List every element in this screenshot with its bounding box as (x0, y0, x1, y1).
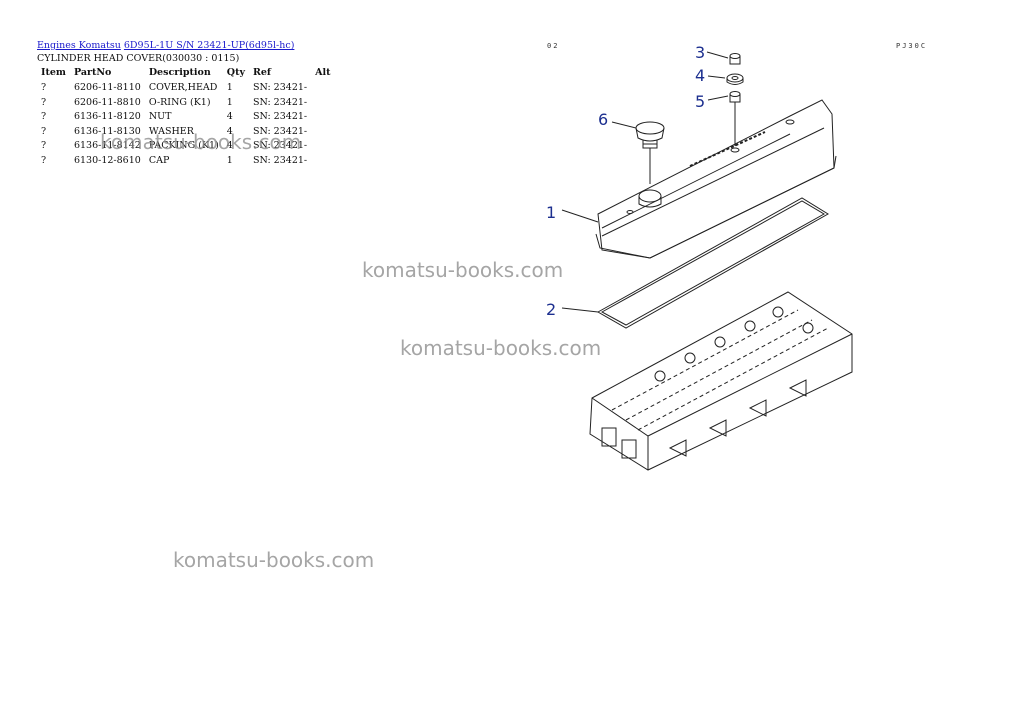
breadcrumb-link-engines[interactable]: Engines Komatsu (37, 40, 121, 51)
cell-alt (311, 81, 334, 96)
cell-item: ? (41, 96, 47, 108)
watermark: komatsu-books.com (362, 258, 564, 282)
header-qty: Qty (226, 67, 245, 78)
cell-qty: 1 (226, 82, 233, 93)
cell-alt (311, 154, 334, 169)
gasket-part (596, 197, 829, 329)
cell-item: ? (41, 140, 47, 151)
cell-description: PACKING (K1) (148, 140, 219, 151)
header-partno: PartNo (73, 67, 112, 78)
cell-ref: SN: 23421- (252, 111, 308, 122)
filler-cap-part (635, 121, 665, 184)
cell-qty: 4 (226, 140, 233, 151)
cell-ref: SN: 23421- (252, 82, 308, 93)
callout-3: 3 (695, 43, 705, 62)
table-row: ? 6136-11-8120 NUT 4 SN: 23421- (37, 110, 335, 125)
header-description: Description (148, 67, 211, 78)
cell-alt (311, 139, 334, 154)
cell-qty: 4 (226, 111, 233, 122)
cell-ref: SN: 23421- (252, 140, 308, 151)
cell-qty: 1 (226, 96, 233, 108)
table-row: ? 6206-11-8810 O-RING (K1) 1 SN: 23421- (37, 96, 335, 111)
header-item: Item (41, 67, 66, 78)
callout-1: 1 (546, 203, 556, 222)
washer-part (726, 73, 744, 85)
cylinder-head-part (589, 291, 853, 471)
table-row: ? 6136-11-8142 PACKING (K1) 4 SN: 23421- (37, 139, 335, 154)
cell-item: ? (41, 111, 47, 122)
table-row: ? 6130-12-8610 CAP 1 SN: 23421- (37, 154, 335, 169)
figure-code-left: 02 (547, 42, 560, 50)
cell-description: O-RING (K1) (148, 96, 211, 108)
callout-2: 2 (546, 300, 556, 319)
callout-4: 4 (695, 66, 705, 85)
cell-partno: 6136-11-8130 (73, 125, 141, 137)
table-row: ? 6136-11-8130 WASHER 4 SN: 23421- (37, 125, 335, 140)
cell-partno: 6136-11-8142 (73, 140, 141, 151)
cell-item: ? (41, 154, 47, 166)
cell-description: CAP (148, 154, 170, 166)
cell-item: ? (41, 82, 47, 93)
bolt-part (729, 53, 741, 65)
figure-code-right: PJ30C (896, 42, 928, 50)
cell-alt (311, 110, 334, 125)
exploded-parts-diagram: 3 4 5 6 1 2 (546, 43, 853, 471)
cell-partno: 6206-11-8110 (73, 82, 141, 93)
cell-partno: 6206-11-8810 (73, 96, 141, 108)
cell-ref: SN: 23421- (252, 154, 308, 166)
breadcrumb: Engines Komatsu 6D95L-1U S/N 23421-UP(6d… (37, 40, 294, 51)
cell-ref: SN: 23421- (252, 125, 308, 137)
parts-table: Item PartNo Description Qty Ref Alt ? 62… (37, 66, 335, 168)
cell-alt (311, 125, 334, 140)
page-subtitle: CYLINDER HEAD COVER(030030 : 0115) (37, 53, 240, 64)
cell-item: ? (41, 125, 47, 137)
nut-part (729, 91, 741, 103)
cell-partno: 6136-11-8120 (73, 111, 141, 122)
callout-5: 5 (695, 92, 705, 111)
cell-ref: SN: 23421- (252, 96, 308, 108)
cell-partno: 6130-12-8610 (73, 154, 141, 166)
table-row: ? 6206-11-8110 COVER,HEAD 1 SN: 23421- (37, 81, 335, 96)
table-header-row: Item PartNo Description Qty Ref Alt (37, 66, 335, 81)
breadcrumb-link-model[interactable]: 6D95L-1U S/N 23421-UP(6d95l-hc) (123, 40, 295, 51)
watermark: komatsu-books.com (173, 548, 375, 572)
head-cover-part (595, 99, 837, 259)
cell-description: COVER,HEAD (148, 82, 218, 93)
cell-qty: 1 (226, 154, 233, 166)
cell-description: WASHER (148, 125, 194, 137)
callout-6: 6 (598, 110, 608, 129)
cell-description: NUT (148, 111, 172, 122)
cell-alt (311, 96, 334, 111)
header-alt: Alt (315, 67, 331, 78)
header-ref: Ref (252, 67, 272, 78)
cell-qty: 4 (226, 125, 233, 137)
